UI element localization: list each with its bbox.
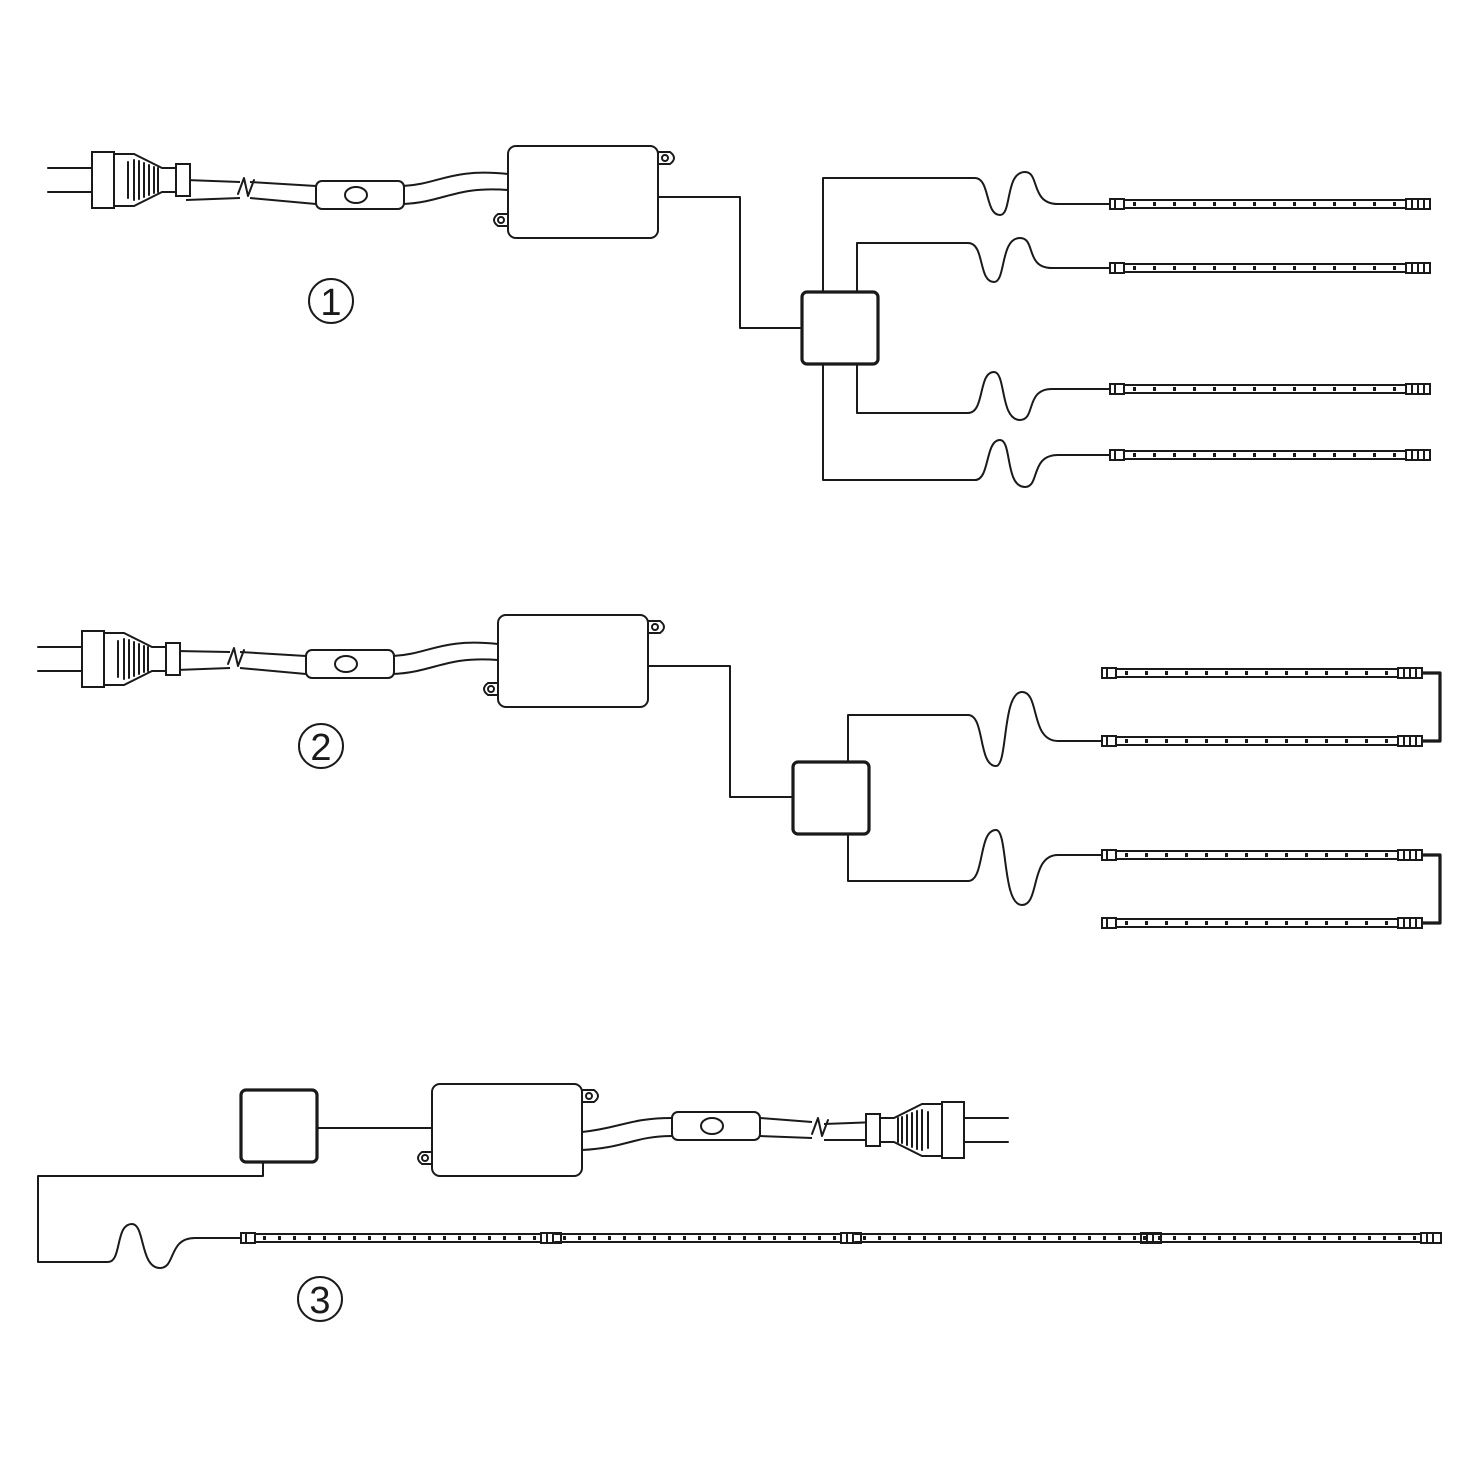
distribution-box-icon <box>791 760 871 836</box>
marker-label: 2 <box>310 727 331 769</box>
plug-icon <box>37 630 181 688</box>
dc-lead <box>647 665 794 798</box>
dc-lead <box>657 196 803 329</box>
plug-icon <box>47 151 191 209</box>
branch-cables <box>822 171 1111 488</box>
strip-link-cable <box>1422 671 1442 743</box>
inline-switch-icon <box>315 180 405 210</box>
configuration-2: 2 <box>37 614 1442 929</box>
inline-switch-icon <box>671 1111 761 1141</box>
power-adapter-icon <box>417 1083 599 1177</box>
config-marker-3: 3 <box>297 1276 343 1322</box>
marker-label: 1 <box>320 282 341 324</box>
led-strip-icon <box>1101 667 1423 679</box>
plug-icon <box>865 1101 1009 1159</box>
led-strip-icon <box>1101 917 1423 929</box>
long-led-strip <box>240 1232 1442 1244</box>
mains-cable <box>185 171 509 205</box>
mains-cable <box>175 641 499 675</box>
distribution-box-icon <box>239 1088 319 1164</box>
led-strip-icon <box>254 1232 562 1244</box>
power-adapter-icon <box>483 614 665 708</box>
led-strip-icon <box>1109 262 1431 274</box>
configuration-1: 1 <box>47 145 1431 488</box>
led-strip-icon <box>1101 849 1423 861</box>
strip-link-cable <box>1422 853 1442 925</box>
config-marker-2: 2 <box>298 723 344 769</box>
distribution-box-icon <box>800 290 880 366</box>
branch-cables <box>847 691 1103 906</box>
marker-label: 3 <box>309 1280 330 1322</box>
led-strip-icon <box>1109 198 1431 210</box>
led-strip-icon <box>854 1232 1162 1244</box>
mains-cable <box>581 1117 879 1151</box>
branch-cable <box>37 1161 264 1269</box>
led-strip-icon <box>1109 383 1431 395</box>
led-strip-icon <box>1134 1232 1442 1244</box>
power-adapter-icon <box>493 145 675 239</box>
inline-switch-icon <box>305 649 395 679</box>
led-strip-icon <box>1101 735 1423 747</box>
configuration-3: 3 <box>37 1083 1442 1322</box>
config-marker-1: 1 <box>308 278 354 324</box>
led-strip-icon <box>554 1232 862 1244</box>
led-strip-icon <box>1109 449 1431 461</box>
